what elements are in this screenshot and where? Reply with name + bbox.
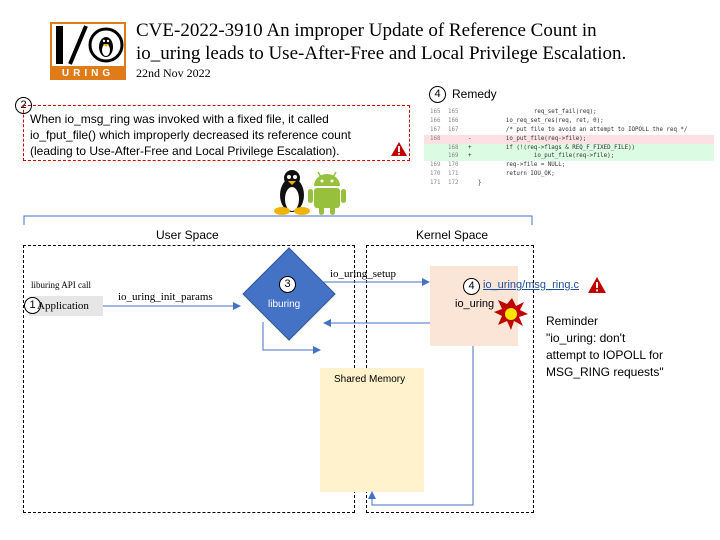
code-old: 171	[430, 180, 441, 187]
code-line: 170 171 return IOU_OK;	[424, 170, 714, 179]
code-line: 168 + if (!(req->flags & REQ_F_FIXED_FILE…	[424, 143, 714, 153]
code-code: io_put_file(req->file);	[478, 135, 587, 142]
code-line: 165 165 req_set_fail(req);	[424, 108, 714, 117]
date: 22nd Nov 2022	[136, 66, 211, 80]
warning-icon	[391, 142, 407, 156]
code-old: 169	[430, 162, 441, 169]
code-line: 167 167 /* put file to avoid an attempt t…	[424, 126, 714, 135]
code-new: 171	[448, 171, 459, 178]
code-new: 166	[448, 117, 459, 124]
vulnerability-description-box: When io_msg_ring was invoked with a fixe…	[23, 105, 410, 161]
step-1-badge: 1	[24, 297, 41, 314]
code-new: 172	[448, 180, 459, 187]
msg-ring-source-link[interactable]: io_uring/msg_ring.c	[483, 279, 579, 291]
title-line-2: io_uring leads to Use-After-Free and Loc…	[136, 43, 627, 64]
code-old: 166	[430, 117, 441, 124]
io-uring-logo: URING	[50, 22, 126, 80]
step-4-remedy-badge: 4	[429, 86, 446, 103]
code-new: 169	[448, 153, 459, 160]
code-code: req_set_fail(req);	[478, 109, 597, 115]
kernel-shared-memory-arrow	[368, 346, 474, 506]
code-code: io_put_file(req->file);	[478, 153, 615, 160]
shared-memory-box	[320, 368, 424, 492]
code-sign: -	[468, 135, 472, 142]
code-line: 166 166 io_req_set_res(req, ret, 0);	[424, 117, 714, 126]
code-code: req->file = NULL;	[478, 162, 566, 169]
code-line: 169 170 req->file = NULL;	[424, 161, 714, 170]
setup-label: io_uring_setup	[330, 268, 396, 280]
code-new: 168	[448, 144, 459, 151]
shared-memory-arrow	[262, 322, 321, 354]
io-uring-label: io_uring	[455, 298, 495, 310]
api-call-label: liburing API call	[31, 280, 91, 290]
code-code: if (!(req->flags & REQ_F_FIXED_FILE))	[478, 144, 636, 151]
remedy-code-diff: 165 165 req_set_fail(req); 166 166 io_req_s…	[424, 108, 714, 200]
explosion-icon	[494, 298, 528, 330]
code-old: 167	[430, 126, 441, 133]
step-3-badge: 3	[279, 276, 296, 293]
reminder-line-1: Reminder	[546, 314, 599, 328]
code-code: }	[478, 180, 482, 187]
reminder-line-2: "io_uring: don't	[546, 331, 626, 345]
code-old: 170	[430, 171, 441, 178]
remedy-title: Remedy	[452, 87, 497, 101]
code-old: 168	[430, 135, 441, 142]
code-new: 170	[448, 162, 459, 169]
code-old: 165	[430, 109, 441, 115]
code-sign: +	[468, 144, 472, 151]
user-space-label: User Space	[156, 228, 219, 242]
code-code: return IOU_OK;	[478, 171, 555, 178]
code-code: io_req_set_res(req, ret, 0);	[478, 117, 604, 124]
liburing-diamond	[242, 247, 336, 341]
logo-text: URING	[62, 68, 114, 79]
reminder-line-4: MSG_RING requests"	[546, 365, 664, 379]
shared-memory-label: Shared Memory	[334, 374, 406, 385]
io-uring-warning-icon	[588, 277, 606, 293]
reminder-note: Reminder "io_uring: don't attempt to IOP…	[546, 313, 716, 381]
reminder-line-3: attempt to IOPOLL for	[546, 348, 663, 362]
code-new: 167	[448, 126, 459, 133]
code-line: 168 - io_put_file(req->file);	[424, 134, 714, 144]
vulnerability-description: When io_msg_ring was invoked with a fixe…	[30, 112, 351, 158]
step-4-badge: 4	[463, 278, 480, 295]
application-box	[29, 296, 103, 316]
code-line: 171 172}	[424, 179, 714, 188]
code-new: 165	[448, 109, 459, 115]
code-code: /* put file to avoid an attempt to IOPOL…	[478, 126, 688, 133]
title-line-1: CVE-2022-3910 An improper Update of Refe…	[136, 20, 597, 41]
code-sign: +	[468, 153, 472, 160]
application-label: Application	[37, 300, 89, 312]
init-params-label: io_uring_init_params	[118, 291, 213, 303]
code-line: 169 + io_put_file(req->file);	[424, 152, 714, 162]
liburing-label: liburing	[268, 299, 301, 310]
kernel-space-label: Kernel Space	[416, 228, 489, 242]
